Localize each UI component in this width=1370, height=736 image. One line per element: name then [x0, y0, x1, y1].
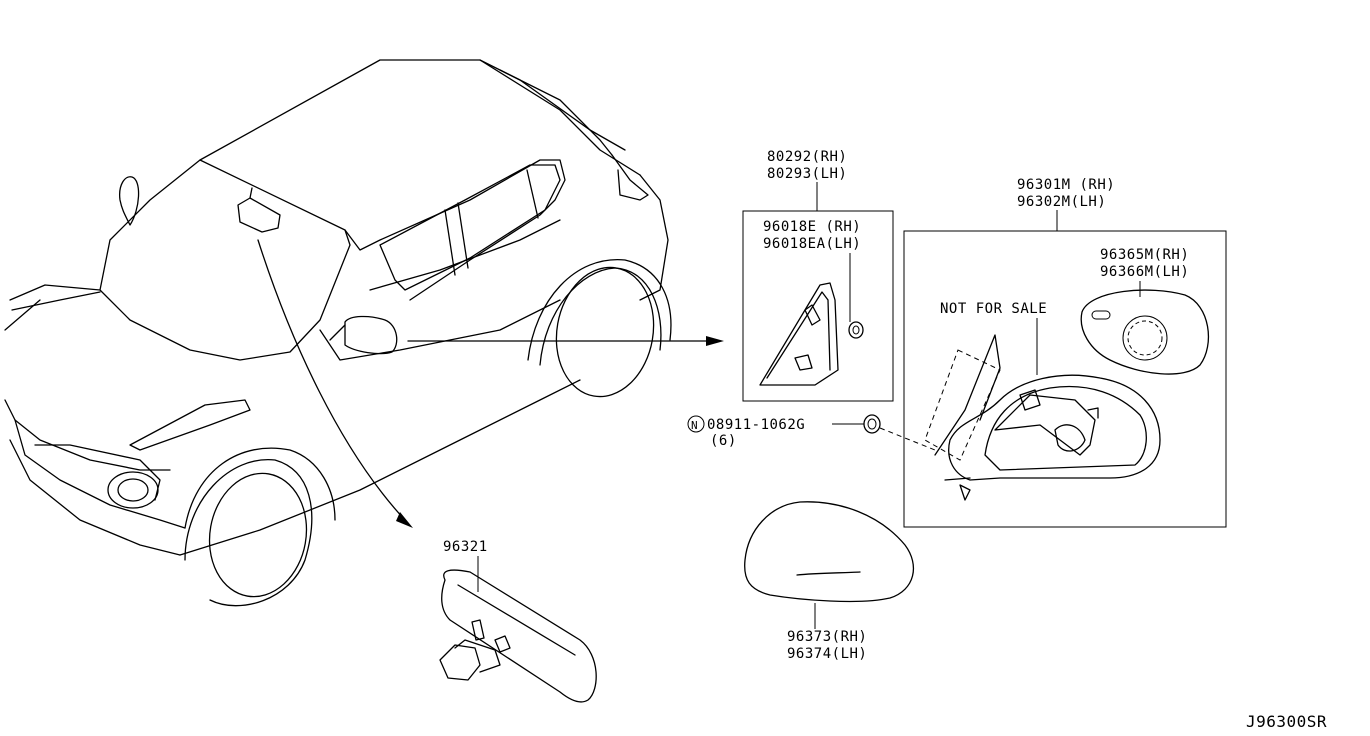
inside-mirror-label: 96321 — [443, 539, 488, 555]
triangle-finisher — [759, 282, 839, 386]
mirror-cover-shape — [744, 501, 914, 603]
not-for-sale-label: NOT FOR SALE — [940, 301, 1047, 317]
finisher-label-lh: 80293(LH) — [767, 166, 847, 182]
callout-arrows — [257, 239, 724, 528]
nut-icon — [863, 414, 881, 434]
finisher-label-rh: 80292(RH) — [767, 149, 847, 165]
mirror-glass-shape — [1080, 289, 1210, 375]
diagram-code: J96300SR — [1246, 712, 1327, 731]
mirror-cover-label-lh: 96374(LH) — [787, 646, 867, 662]
door-mirror-label-lh: 96302M(LH) — [1017, 194, 1106, 210]
mirror-glass-label-lh: 96366M(LH) — [1100, 264, 1189, 280]
mirror-glass-label-rh: 96365M(RH) — [1100, 247, 1189, 263]
mirror-cover-group: 96373(RH) 96374(LH) — [744, 501, 914, 662]
door-mirror-group: 96301M (RH) 96302M(LH) 96365M(RH) 96366M… — [903, 177, 1227, 528]
nut-label-qty: (6) — [710, 433, 737, 449]
mirror-stay-shape — [439, 644, 481, 681]
nut-label-number: 08911-1062G — [707, 417, 805, 433]
mirror-housing-shape — [948, 374, 1161, 481]
clip-icon — [848, 321, 864, 339]
mirror-base-label-lh: 96018EA(LH) — [763, 236, 861, 252]
door-mirror-box — [903, 230, 1227, 528]
inside-mirror-shape — [441, 569, 597, 703]
mirror-base-label-rh: 96018E (RH) — [763, 219, 861, 235]
svg-text:N: N — [691, 419, 698, 432]
finisher-box — [742, 210, 894, 402]
finisher-group: 80292(RH) 80293(LH) 96018E (RH) 96018EA(… — [742, 149, 894, 402]
mirror-cover-label-rh: 96373(RH) — [787, 629, 867, 645]
nut-group: N 08911-1062G (6) — [687, 414, 936, 451]
n-symbol-icon — [687, 415, 705, 433]
vehicle-illustration — [4, 59, 672, 607]
inside-mirror-group: 96321 — [439, 539, 597, 703]
door-mirror-label-rh: 96301M (RH) — [1017, 177, 1115, 193]
